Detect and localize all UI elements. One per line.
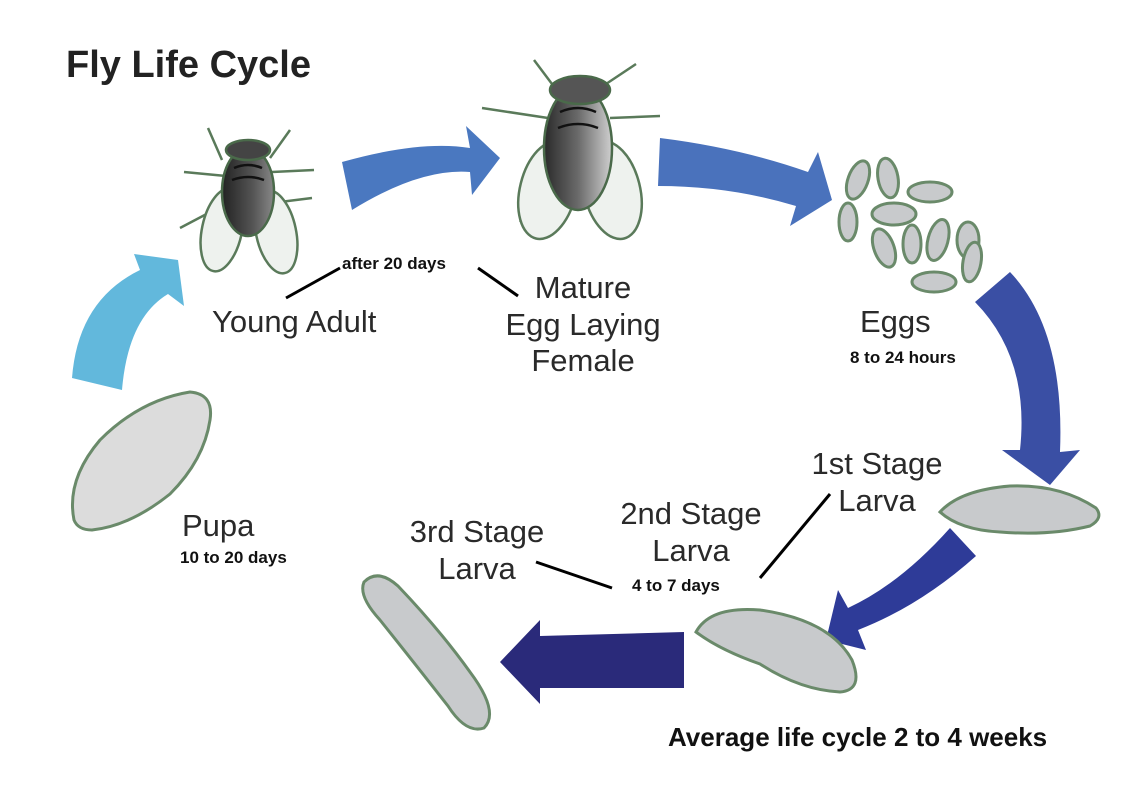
label-pupa: Pupa xyxy=(182,508,255,543)
young-fly-icon xyxy=(179,127,315,275)
arrow-young-to-mature xyxy=(342,126,500,210)
label-eggs: Eggs xyxy=(860,304,931,339)
arrow-eggs-to-larva1 xyxy=(975,272,1080,485)
pupa-icon xyxy=(70,390,213,532)
arrow-larva2-to-larva3 xyxy=(500,620,684,704)
label-eggs-duration: 8 to 24 hours xyxy=(850,348,956,367)
label-young-adult: Young Adult xyxy=(212,304,377,339)
mature-fly-icon xyxy=(481,59,661,241)
connector-young-adult xyxy=(285,266,341,300)
arrow-larva1-to-larva2 xyxy=(826,528,976,650)
label-larva-3: 3rd Stage Larva xyxy=(409,514,545,586)
connector-mature-female xyxy=(477,266,519,298)
larva-stage1-icon xyxy=(937,484,1101,535)
label-larva-1: 1st Stage Larva xyxy=(811,446,943,518)
connector-larva1 xyxy=(758,493,832,579)
arrow-pupa-to-young xyxy=(72,254,184,390)
connector-larva3 xyxy=(535,560,613,590)
eggs-icon xyxy=(837,156,984,294)
label-pupa-duration: 10 to 20 days xyxy=(180,548,287,567)
footer-note: Average life cycle 2 to 4 weeks xyxy=(668,722,1048,752)
larva-stage3-icon xyxy=(361,574,492,731)
page-title: Fly Life Cycle xyxy=(66,44,311,86)
label-larva-duration: 4 to 7 days xyxy=(632,576,720,595)
arrow-mature-to-eggs xyxy=(658,138,832,226)
larva-stage2-icon xyxy=(694,607,858,694)
label-mature-female: Mature Egg Laying Female xyxy=(505,270,661,379)
label-larva-2: 2nd Stage Larva xyxy=(620,496,762,568)
label-after-20-days: after 20 days xyxy=(342,254,446,273)
